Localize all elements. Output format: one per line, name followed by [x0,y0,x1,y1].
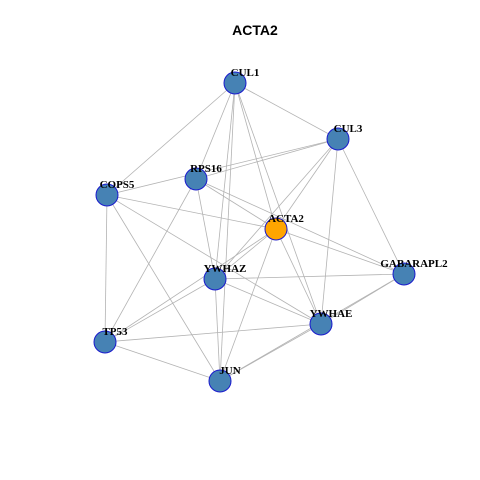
edge-layer [104,82,405,382]
edge-cul3-gabarapl2 [337,138,405,275]
node-label-cul1: CUL1 [231,67,260,79]
edge-cops5-jun [106,194,221,382]
edge-cul3-ywhaz [214,138,339,280]
edge-cul1-acta2 [234,82,277,230]
edge-rps16-tp53 [104,178,197,343]
node-cops5[interactable] [95,183,119,207]
edge-acta2-tp53 [104,228,277,343]
node-acta2[interactable] [264,217,288,241]
node-label-tp53: TP53 [102,326,128,338]
edge-cul3-acta2 [275,138,339,230]
edge-ywhaz-ywhae [214,278,322,325]
node-label-ywhaz: YWHAZ [204,263,247,275]
edge-rps16-ywhaz [195,178,216,280]
edge-tp53-jun [104,341,221,382]
node-label-gabarapl2: GABARAPL2 [380,258,448,270]
node-ywhaz[interactable] [203,267,227,291]
edge-cops5-ywhae [106,194,322,325]
edge-acta2-gabarapl2 [275,228,405,275]
node-label-rps16: RPS16 [190,163,222,175]
node-rps16[interactable] [184,167,208,191]
node-jun[interactable] [208,369,232,393]
node-tp53[interactable] [93,330,117,354]
edge-cul1-jun [219,82,236,382]
edge-cul3-rps16 [195,138,339,180]
edge-acta2-jun [219,228,277,382]
node-label-jun: JUN [219,365,240,377]
edge-cul1-ywhaz [214,82,236,280]
edge-rps16-acta2 [195,178,277,230]
edge-cul1-cops5 [106,82,236,196]
edge-rps16-gabarapl2 [195,178,405,275]
node-label-cops5: COPS5 [100,179,135,191]
diagram-title: ACTA2 [232,22,278,38]
edge-cops5-acta2 [106,194,277,230]
edge-cul1-ywhae [234,82,322,325]
edge-gabarapl2-ywhaz [214,273,405,280]
edge-ywhae-tp53 [104,323,322,343]
node-label-acta2: ACTA2 [268,213,304,225]
edge-ywhaz-tp53 [104,278,216,343]
edge-ywhae-jun [219,323,322,382]
node-layer [93,71,416,393]
edge-ywhaz-jun [214,278,221,382]
edge-cul3-cops5 [106,138,339,196]
edge-cul3-ywhae [320,138,339,325]
edge-cops5-tp53 [104,194,108,343]
node-label-ywhae: YWHAE [310,308,353,320]
node-ywhae[interactable] [309,312,333,336]
node-cul3[interactable] [326,127,350,151]
node-cul1[interactable] [223,71,247,95]
edge-cul1-cul3 [234,82,339,140]
edge-acta2-ywhaz [214,228,277,280]
node-label-cul3: CUL3 [334,123,363,135]
node-gabarapl2[interactable] [392,262,416,286]
edge-cul1-rps16 [195,82,236,180]
